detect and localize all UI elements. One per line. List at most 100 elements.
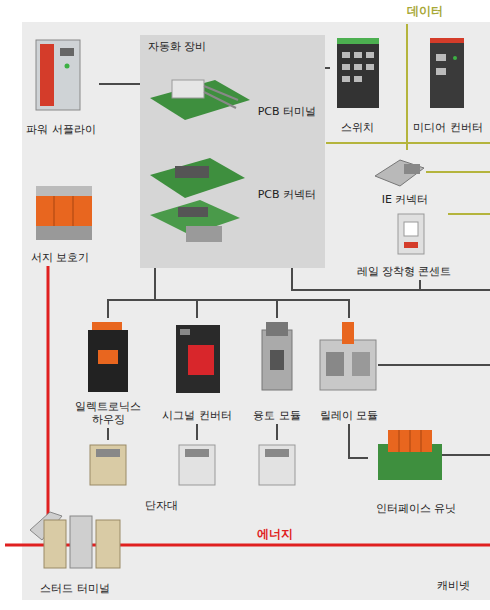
signal-converter-picture xyxy=(176,325,220,393)
relay-module-picture xyxy=(320,340,376,390)
bus-label: 데이터 xyxy=(407,4,443,18)
electronics-housing-picture xyxy=(98,350,118,364)
terminal-block-picture xyxy=(259,445,295,485)
terminal-group: 단자대 xyxy=(80,440,342,516)
surge-protector-picture xyxy=(36,196,92,226)
automation-ground xyxy=(140,35,325,268)
connector-wire xyxy=(155,268,349,318)
signal-wire xyxy=(378,290,490,455)
pcb-terminal-picture xyxy=(204,92,236,108)
terminal-block-picture xyxy=(185,449,209,457)
stud-terminal-picture xyxy=(44,520,66,568)
surge-protector-picture xyxy=(36,186,92,196)
power-supply-picture xyxy=(60,48,74,56)
connector-wire xyxy=(196,424,198,440)
data-wire xyxy=(326,24,490,214)
fuse-module-picture xyxy=(262,330,292,390)
ie-connector-picture xyxy=(375,160,424,186)
pcb-terminal-picture xyxy=(172,80,204,98)
caption-text: 일렉트로닉스 하우징 xyxy=(70,400,146,426)
switch-picture xyxy=(366,52,374,58)
product-item: 인터페이스 유닛 xyxy=(368,425,464,517)
caption-text: 자동화 장비 xyxy=(148,40,207,53)
caption-text: 캐비넷 xyxy=(437,579,470,592)
product-item: 미디어 컨버터 xyxy=(410,32,486,136)
product-item: PCB 터미널 xyxy=(146,70,320,122)
relay-module-picture xyxy=(326,352,344,376)
connector-wire xyxy=(325,67,330,69)
surge-protector-picture xyxy=(54,196,55,226)
pcb-connector-picture xyxy=(175,166,209,178)
terminal-block-picture xyxy=(179,445,215,485)
product-item: 스위치 xyxy=(330,32,384,136)
caption-text: 단자대 xyxy=(145,499,178,512)
caption-text: 인터페이스 유닛 xyxy=(376,502,457,515)
terminal-block-picture xyxy=(265,449,289,457)
data-wire xyxy=(326,142,490,144)
fuse-module-picture xyxy=(262,322,292,390)
media-converter-picture xyxy=(436,54,446,61)
signal-wire xyxy=(420,289,490,291)
pcb-terminal-picture xyxy=(150,80,250,120)
caption-text: 릴레이 모듈 xyxy=(320,409,379,422)
data-wire xyxy=(448,213,490,215)
caption-text: PCB 터미널 xyxy=(258,105,316,118)
power-supply-picture xyxy=(36,40,80,110)
pcb-connector-picture xyxy=(186,226,222,242)
pcb-connector-picture xyxy=(150,158,245,242)
connector-wire xyxy=(108,268,155,318)
equipment-box: 자동화 장비PCB 터미널PCB 커넥터 xyxy=(140,35,325,268)
connector-wire xyxy=(155,268,277,318)
product-item: 파워 서플라이 xyxy=(23,36,99,138)
product-item: 릴레이 모듈 xyxy=(315,318,383,424)
fuse-module-picture xyxy=(270,350,284,370)
power-supply-picture xyxy=(40,44,54,106)
interface-unit-picture xyxy=(410,430,411,452)
stud-terminal-picture xyxy=(70,516,92,568)
product-item: 시그널 컨버터 xyxy=(157,318,237,424)
connector-wire xyxy=(47,266,50,505)
rail-outlet-picture xyxy=(398,214,424,254)
fuse-module-picture xyxy=(266,322,288,336)
data-wire xyxy=(426,171,490,173)
product-item: 일렉트로닉스 하우징 xyxy=(70,318,146,428)
pcb-connector-picture xyxy=(178,207,208,217)
signal-converter-picture xyxy=(188,345,214,375)
electronics-housing-picture xyxy=(88,322,128,392)
media-converter-picture xyxy=(453,56,457,60)
caption-text: 레일 장착형 콘센트 xyxy=(357,265,452,278)
interface-unit-picture xyxy=(421,430,422,452)
media-converter-picture xyxy=(436,68,446,75)
cabinet-panel: 캐비넷파워 서플라이서지 보호기자동화 장비PCB 터미널PCB 커넥터스위치미… xyxy=(22,22,490,600)
connector-wire xyxy=(155,268,197,318)
switch-picture xyxy=(337,38,379,44)
rail-outlet-picture xyxy=(404,222,418,236)
product-item: 서지 보호기 xyxy=(25,180,95,266)
signal-converter-picture xyxy=(176,325,220,393)
connector-wire xyxy=(107,428,109,440)
signal-wire xyxy=(378,364,490,366)
connector-wire xyxy=(99,83,140,85)
bus-label: 에너지 xyxy=(257,527,293,541)
caption-text: 시그널 컨버터 xyxy=(162,409,232,422)
interface-unit-picture xyxy=(388,430,432,452)
relay-module-picture xyxy=(320,322,376,390)
relay-module-picture xyxy=(352,352,370,376)
rail-outlet-picture xyxy=(398,214,424,254)
ie-connector-picture xyxy=(404,164,420,174)
stud-terminal-picture xyxy=(30,512,120,568)
rail-outlet-picture xyxy=(404,242,418,248)
connector-wire xyxy=(276,424,278,440)
relay-module-picture xyxy=(342,322,354,344)
caption-text: IE 커넥터 xyxy=(382,193,429,206)
media-converter-picture xyxy=(430,38,464,43)
switch-picture xyxy=(354,64,362,70)
pcb-terminal-picture xyxy=(150,80,250,120)
pcb-connector-picture xyxy=(150,158,245,198)
caption-text: 파워 서플라이 xyxy=(26,123,96,136)
caption-text: 융토 모듈 xyxy=(253,409,301,422)
interface-unit-picture xyxy=(378,430,442,480)
electronics-housing-picture xyxy=(88,330,128,392)
caption-text: 미디어 컨버터 xyxy=(413,121,483,134)
